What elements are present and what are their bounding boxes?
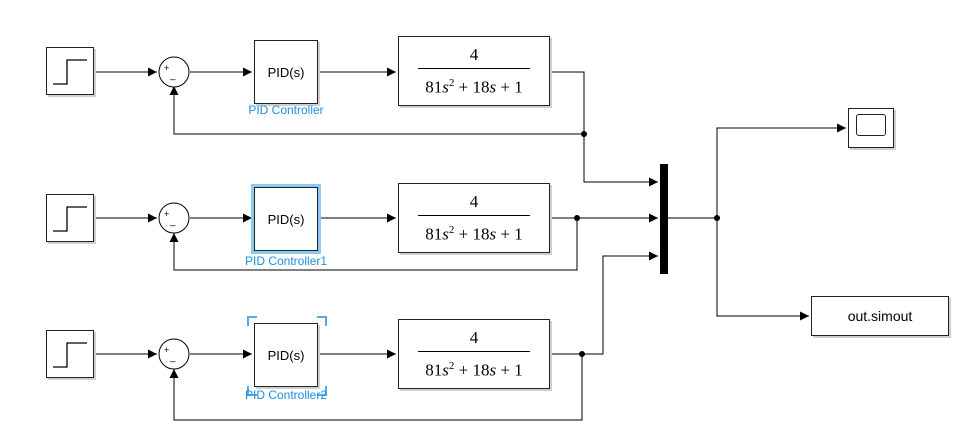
tf-fraction-bar bbox=[418, 67, 530, 69]
to-workspace-block[interactable]: out.simout bbox=[811, 296, 949, 336]
signal-to-workspace bbox=[716, 218, 809, 321]
step-block-3[interactable] bbox=[46, 330, 94, 378]
selection-handle[interactable] bbox=[317, 386, 327, 396]
pid-block-text: PID(s) bbox=[267, 347, 305, 363]
pid-controller-block-2[interactable]: PID(s) bbox=[251, 184, 321, 254]
feedback-1 bbox=[169, 86, 584, 135]
sum-plus-sign: + bbox=[164, 63, 169, 73]
tf-numerator: 4 bbox=[469, 191, 479, 211]
sum-minus-sign: _ bbox=[169, 216, 176, 227]
feedback-3 bbox=[169, 354, 583, 421]
transfer-fcn-block-3[interactable]: 4 81s2 + 18s + 1 bbox=[398, 319, 550, 389]
sum-block-2[interactable]: + _ bbox=[158, 202, 190, 234]
branch-point-2 bbox=[574, 215, 580, 221]
tf-fraction-bar bbox=[418, 214, 530, 216]
tf-numerator: 4 bbox=[469, 44, 479, 64]
step-block-2[interactable] bbox=[46, 194, 94, 242]
pid-controller-label-3: PID Controller2 bbox=[244, 388, 328, 402]
tf-denominator: 81s2 + 18s + 1 bbox=[425, 223, 523, 244]
branch-point-3 bbox=[579, 351, 585, 357]
tf-numerator: 4 bbox=[469, 327, 479, 347]
step-icon bbox=[53, 342, 87, 368]
branch-point-mux bbox=[714, 215, 720, 221]
pid-block-text: PID(s) bbox=[267, 211, 305, 227]
sum-minus-sign: _ bbox=[169, 352, 176, 363]
step-icon bbox=[53, 59, 87, 85]
pid-block-text: PID(s) bbox=[267, 64, 305, 80]
tf-denominator: 81s2 + 18s + 1 bbox=[425, 76, 523, 97]
pid-controller-label-2: PID Controller1 bbox=[244, 254, 328, 268]
signal-tf3-output bbox=[550, 251, 658, 355]
feedback-2 bbox=[169, 218, 578, 271]
to-workspace-label: out.simout bbox=[847, 308, 913, 324]
selection-handle[interactable] bbox=[247, 386, 257, 396]
pid-controller-label-1: PID Controller bbox=[248, 103, 324, 117]
mux-block[interactable] bbox=[660, 164, 668, 274]
branch-point-1 bbox=[581, 131, 587, 137]
sum-plus-sign: + bbox=[164, 209, 169, 219]
signal-tf1-output bbox=[550, 71, 658, 187]
step-block-1[interactable] bbox=[46, 47, 94, 95]
signal-to-scope bbox=[716, 123, 846, 218]
pid-controller-block-3[interactable]: PID(s) bbox=[254, 323, 318, 387]
selection-handle[interactable] bbox=[247, 316, 257, 326]
step-icon bbox=[53, 206, 87, 232]
transfer-fcn-block-2[interactable]: 4 81s2 + 18s + 1 bbox=[398, 183, 550, 253]
transfer-fcn-block-1[interactable]: 4 81s2 + 18s + 1 bbox=[398, 36, 550, 106]
sum-minus-sign: _ bbox=[169, 70, 176, 81]
sum-block-1[interactable]: + _ bbox=[158, 56, 190, 88]
selection-handle[interactable] bbox=[317, 316, 327, 326]
tf-fraction-bar bbox=[418, 350, 530, 352]
tf-denominator: 81s2 + 18s + 1 bbox=[425, 359, 523, 380]
pid-controller-block-1[interactable]: PID(s) bbox=[254, 40, 318, 104]
sum-plus-sign: + bbox=[164, 345, 169, 355]
scope-screen-icon bbox=[856, 114, 886, 136]
sum-block-3[interactable]: + _ bbox=[158, 338, 190, 370]
scope-block[interactable] bbox=[848, 108, 894, 148]
